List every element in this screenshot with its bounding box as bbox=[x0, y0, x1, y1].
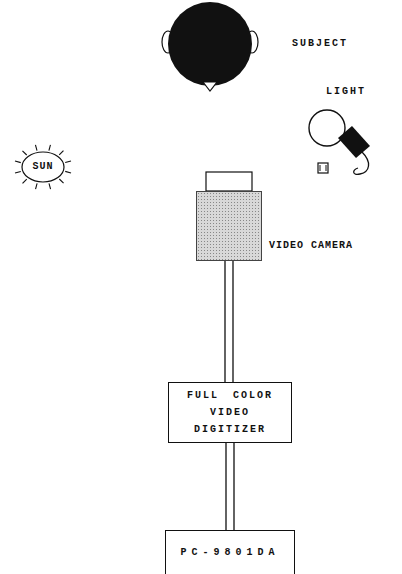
process-box: FULL COLOR VIDEO DIGITIZER bbox=[168, 382, 292, 443]
device-label: VIDEO CAMERA bbox=[269, 238, 353, 254]
camera-lens bbox=[206, 172, 252, 191]
sun-symbol: SUN bbox=[14, 144, 72, 190]
cable-connector bbox=[225, 261, 233, 382]
cable-connector bbox=[226, 443, 234, 530]
subject-head bbox=[162, 2, 258, 91]
video-camera: VIDEO CAMERA bbox=[196, 191, 262, 261]
lamp bbox=[309, 110, 370, 174]
computer-box: PC-9801DA bbox=[165, 530, 295, 574]
part-label: SUBJECT bbox=[292, 38, 348, 49]
node-label: FULL COLOR VIDEO DIGITIZER bbox=[174, 387, 286, 438]
node-label: SUN bbox=[32, 159, 53, 175]
part-label: LIGHT bbox=[326, 86, 366, 97]
node-label: PC-9801DA bbox=[166, 545, 294, 561]
